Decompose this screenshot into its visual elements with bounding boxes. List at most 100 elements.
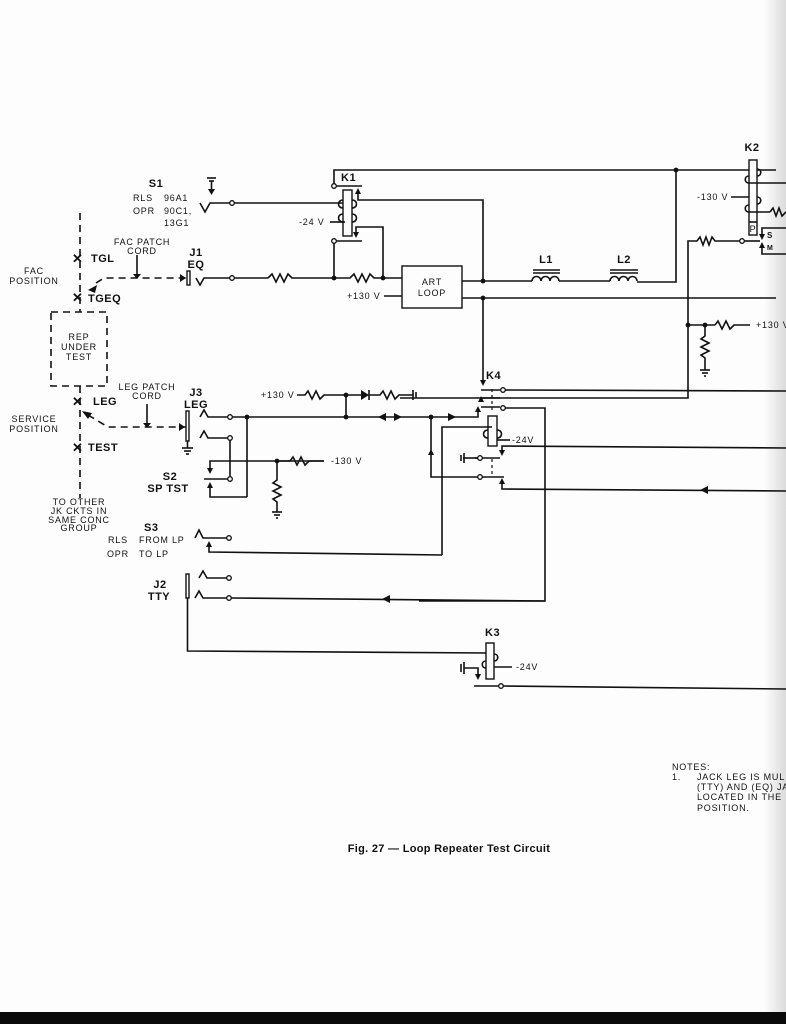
- fac-position-label-1: FAC: [24, 266, 44, 276]
- k4-contact-1: [500, 387, 506, 393]
- s3-rls-label: RLS: [108, 535, 128, 545]
- k2-m-wire: [761, 248, 786, 255]
- j2-contact-ring: [226, 595, 232, 601]
- fac-cord-plug-arrow: [180, 274, 186, 282]
- s1-contact: [229, 200, 235, 206]
- to-other-label-4: GROUP: [60, 523, 97, 533]
- j3-contact-tip: [227, 414, 233, 420]
- diode-icon: [361, 390, 369, 400]
- bidirectional-arrow-right: [394, 413, 402, 421]
- junction-dot: [380, 275, 386, 281]
- feedback-arrow: [428, 449, 434, 455]
- s1-label: S1: [149, 178, 163, 190]
- notes-line-2: (TTY) AND (EQ) JAC: [697, 782, 786, 792]
- s2-minus130-label: -130 V: [331, 456, 362, 466]
- k2-label: K2: [744, 142, 759, 154]
- k2-plus130-label: +130 V: [756, 320, 786, 330]
- l1-label: L1: [539, 254, 553, 266]
- tgeq-label: TGEQ: [88, 293, 121, 305]
- k3-winding: [481, 653, 499, 669]
- s3-wire: [208, 546, 443, 556]
- tgl-label: TGL: [91, 253, 115, 265]
- s1-opr-value-2: 13G1: [164, 218, 189, 228]
- k2-m-label: M: [767, 245, 773, 252]
- k1-arrow-up: [355, 188, 361, 194]
- s1-opr-label: OPR: [133, 206, 155, 216]
- j3-sleeve: [185, 410, 190, 442]
- leg-label: LEG: [93, 396, 117, 408]
- s2-lower-wire: [209, 485, 247, 498]
- k4-winding: [482, 429, 503, 439]
- k1-arrow-down: [353, 232, 359, 238]
- bias-shunt-resistor: [699, 325, 711, 370]
- relay-k2: K2 P -130 V S M +130 V: [400, 142, 786, 399]
- bidirectional-arrow-left: [378, 413, 386, 421]
- k3-ground-wire: [464, 667, 479, 675]
- j3-spring-ring: [199, 429, 228, 439]
- notes-number: 1.: [672, 772, 681, 782]
- k1-contact-bottom: [331, 238, 337, 244]
- s3-label: S3: [144, 522, 158, 534]
- k2-contact: [739, 238, 745, 244]
- inductor-l1: [531, 275, 560, 282]
- j2-contact-tip: [226, 575, 232, 581]
- k4-label: K4: [486, 370, 501, 382]
- scan-bottom-border: [0, 1012, 786, 1024]
- k1-winding: [337, 199, 358, 223]
- l2-to-top-wire: [637, 170, 677, 283]
- leg-patch-cord-label-1: LEG PATCH: [119, 382, 176, 392]
- j2-to-k3-wire: [186, 598, 491, 654]
- k4-coil-core: [487, 415, 498, 447]
- k1-top-wire: [333, 169, 776, 186]
- j1-sleeve: [186, 270, 191, 286]
- notes-line-4: POSITION.: [697, 803, 750, 813]
- k2-s-arrow: [759, 234, 765, 240]
- k3-output-wire: [502, 685, 786, 690]
- leg-jack-x: ✕: [72, 394, 84, 409]
- inductor-l2: [609, 275, 638, 282]
- to-other-label-1: TO OTHER: [53, 497, 106, 507]
- relay-k3: K3 -24V: [460, 627, 786, 690]
- k1-armature-up-wire: [357, 192, 484, 280]
- art-loop-label-1: ART: [422, 277, 442, 287]
- j1-contact: [229, 275, 235, 281]
- j3-contact-ring: [227, 435, 233, 441]
- fac-patch-cord: [95, 277, 186, 284]
- diode-resistor: [369, 389, 413, 401]
- service-position-label-2: POSITION: [9, 424, 58, 434]
- jack-j1: J1 EQ: [186, 247, 334, 287]
- j2-label: J2: [153, 579, 166, 591]
- k2-voltage: -130 V: [697, 192, 728, 202]
- s3-contact: [226, 535, 232, 541]
- s2-arrow-up: [207, 482, 213, 488]
- k4-leg-arrow: [475, 406, 481, 412]
- j1-label: J1: [189, 247, 202, 259]
- notes-title: NOTES:: [672, 762, 710, 772]
- k2-winding: [744, 168, 786, 213]
- j2-arrow: [382, 595, 390, 603]
- k3-voltage: -24V: [516, 662, 538, 672]
- k2-s-wire: [761, 227, 786, 236]
- rep-under-test-label-2: UNDER: [61, 342, 97, 352]
- k1-armature-down-wire: [355, 226, 384, 278]
- k2-s-label: S: [767, 231, 773, 240]
- inductors: L1 L2: [531, 167, 679, 283]
- k4-return-wire: [501, 482, 786, 492]
- diode-branch-resistor: [297, 389, 362, 401]
- jack-j2: J2 TTY: [148, 569, 546, 654]
- j3-spring-tip: [199, 408, 228, 418]
- j2-sleeve: [185, 573, 190, 599]
- j1-sub-label: EQ: [188, 259, 205, 271]
- fac-cord-arrowhead: [88, 285, 97, 293]
- junction-dot: [343, 414, 349, 420]
- rep-under-test-label-1: REP: [69, 332, 90, 342]
- relay-k4: K4 -24V: [419, 370, 786, 602]
- k4-coil-wire: [441, 426, 492, 555]
- s2-resistor: [277, 455, 324, 467]
- notes: NOTES: 1. JACK LEG IS MUL (TTY) AND (EQ)…: [672, 762, 786, 813]
- s1-rls-value: 96A1: [164, 193, 188, 203]
- k1-contact-top: [331, 183, 337, 189]
- art-loop: ART LOOP +130 V: [347, 265, 776, 386]
- j2-sub-label: TTY: [148, 591, 170, 603]
